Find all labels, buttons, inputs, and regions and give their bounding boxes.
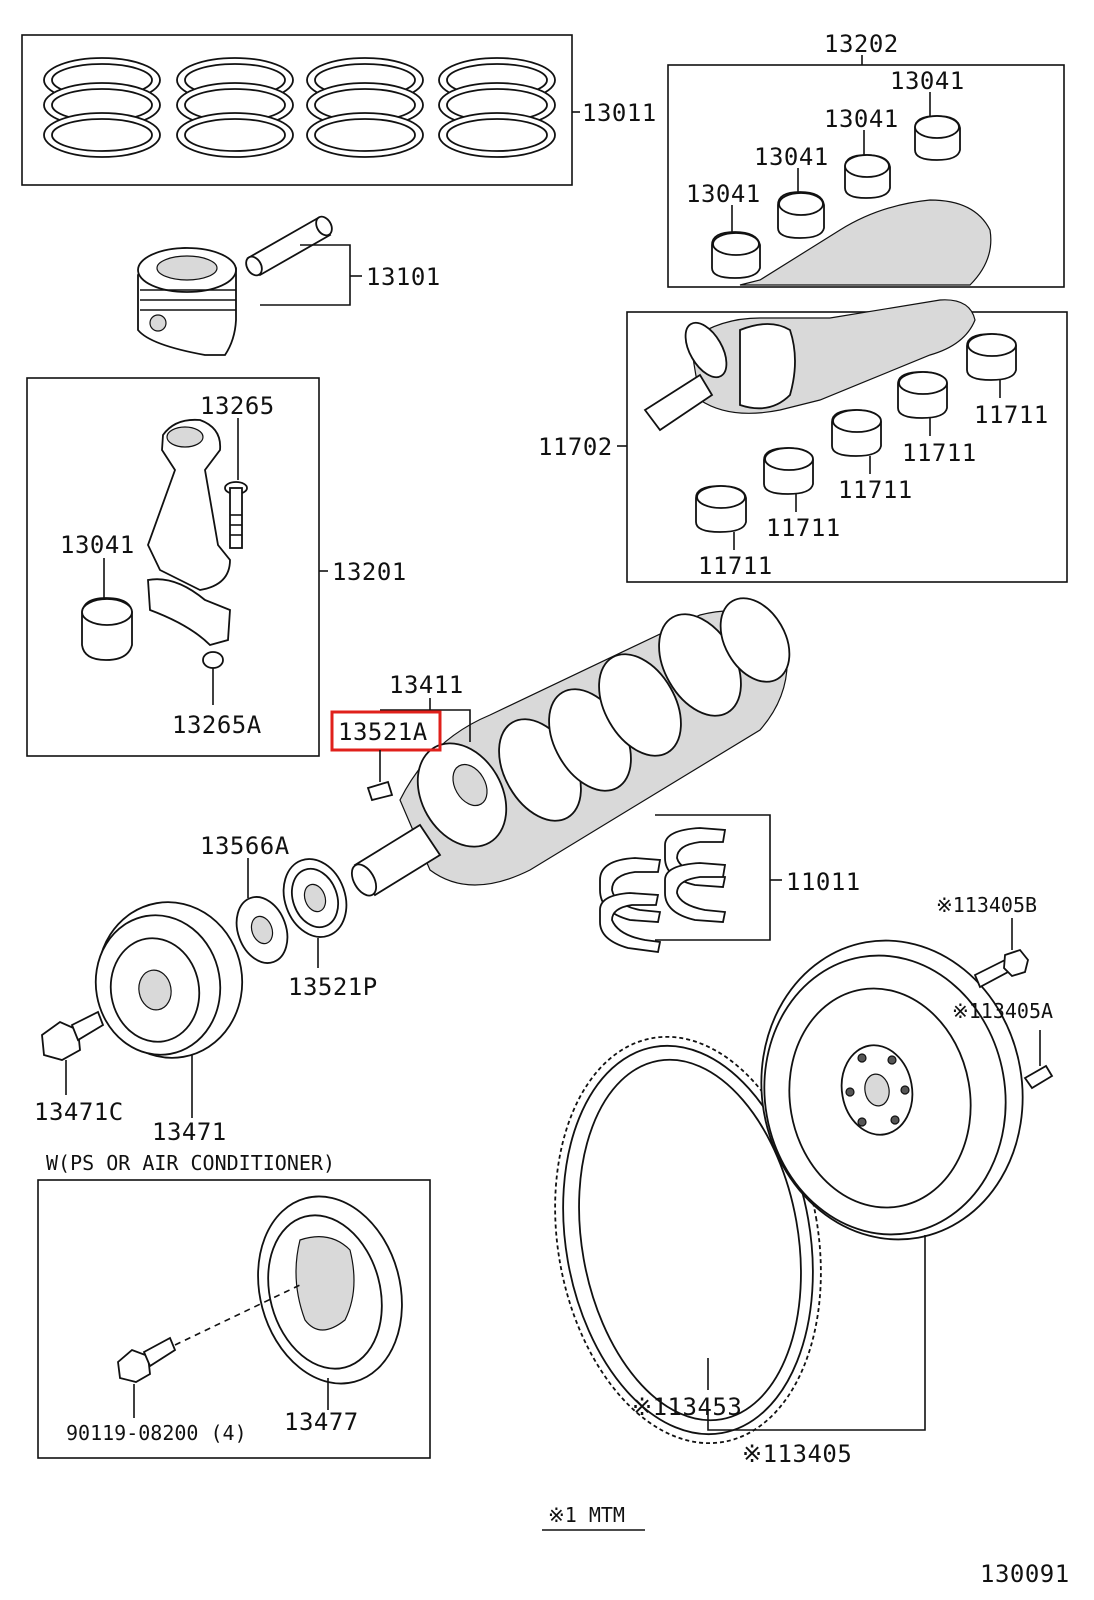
label-flywheel-bolt[interactable]: ※113405B	[936, 893, 1037, 917]
footnote: ※1 MTM	[548, 1503, 625, 1527]
label-conrod-assy[interactable]: 13201	[332, 558, 407, 586]
main-bearing-3	[831, 409, 882, 457]
crank-key-group[interactable]: 13521A	[330, 710, 442, 802]
label-crankshaft[interactable]: 13411	[389, 671, 464, 699]
highlight-box	[330, 710, 442, 752]
bearing-d	[914, 115, 961, 161]
main-bearing-2	[763, 447, 814, 495]
label-pulley-alt[interactable]: 13477	[284, 1408, 359, 1436]
label-main-bearing-3[interactable]: 11711	[838, 476, 913, 504]
label-main-bearing-5[interactable]: 11711	[974, 401, 1049, 429]
label-pulley-bolt[interactable]: 13471C	[34, 1098, 124, 1126]
piston-rings-group[interactable]: 13011	[21, 34, 657, 186]
connecting-rod-group[interactable]: 13265 13041 13265A 13201	[26, 377, 407, 757]
ring-gear-group[interactable]: ※113453	[524, 1016, 851, 1465]
bearing-c	[844, 154, 891, 199]
flywheel-group[interactable]: ※113405	[707, 920, 1046, 1468]
conrod-bearing-set-group[interactable]: 13202 13041 13041 13041 13041	[667, 30, 1065, 288]
pulley-bolt-group[interactable]: 13471C	[34, 1010, 124, 1126]
thrust-washer-group[interactable]: 11011	[599, 814, 861, 954]
label-piston[interactable]: 13101	[366, 263, 441, 291]
main-bearing-4	[897, 371, 948, 419]
label-ps-ac-note: W(PS OR AIR CONDITIONER)	[46, 1151, 335, 1175]
label-main-bearing-2[interactable]: 11711	[766, 514, 841, 542]
label-conrod-bearing-b[interactable]: 13041	[754, 143, 829, 171]
conrod-bolt	[224, 481, 248, 549]
piston-group[interactable]: 13101	[137, 214, 441, 356]
crankshaft-set-group[interactable]: 11711 11711 11711 11711 11711 11702	[538, 299, 1068, 583]
label-crankshaft-set[interactable]: 11702	[538, 433, 613, 461]
label-main-bearing-4[interactable]: 11711	[902, 439, 977, 467]
label-flywheel-pin[interactable]: ※113405A	[952, 999, 1053, 1023]
label-pulley-bolt-alt[interactable]: 90119-08200 (4)	[66, 1421, 247, 1445]
conrod-bearing-left	[81, 597, 133, 661]
crank-webs	[498, 597, 791, 822]
label-pulley[interactable]: 13471	[152, 1118, 227, 1146]
label-conrod-bearing-left[interactable]: 13041	[60, 531, 135, 559]
timing-plate-group[interactable]: 13566A	[200, 832, 296, 970]
variant-pulley	[257, 1195, 403, 1385]
ring-set-2	[176, 57, 294, 158]
piston-pin	[245, 215, 333, 277]
ps-ac-variant-group[interactable]: W(PS OR AIR CONDITIONER) 90119-08200 (4)…	[37, 1151, 431, 1459]
flywheel-bolt-group[interactable]: ※113405B	[936, 893, 1037, 989]
label-flywheel[interactable]: ※113405	[742, 1440, 852, 1468]
footnote-group: ※1 MTM 130091	[542, 1503, 1070, 1588]
variant-pulley-bolt	[117, 1336, 177, 1383]
label-conrod-bolt[interactable]: 13265	[200, 392, 275, 420]
label-piston-rings[interactable]: 13011	[582, 99, 657, 127]
figure-number: 130091	[980, 1560, 1070, 1588]
crank-pulley-group[interactable]: 13471	[85, 891, 255, 1146]
bearing-a	[711, 231, 761, 279]
label-thrust-washers[interactable]: 11011	[786, 868, 861, 896]
ring-set-4	[438, 57, 556, 158]
label-conrod-nut[interactable]: 13265A	[172, 711, 262, 739]
label-main-bearing-1[interactable]: 11711	[698, 552, 773, 580]
crank-gear-group[interactable]: 13521P	[273, 850, 378, 1001]
label-ring-gear[interactable]: ※113453	[632, 1393, 742, 1421]
main-bearing-1	[695, 485, 747, 533]
ring-set-3	[306, 57, 424, 158]
label-conrod-bearing-c[interactable]: 13041	[824, 105, 899, 133]
flywheel-pin-group[interactable]: ※113405A	[952, 999, 1054, 1090]
label-crank-key[interactable]: 13521A	[338, 718, 428, 746]
label-conrod-bearing-d[interactable]: 13041	[890, 67, 965, 95]
crank-key-part	[366, 780, 394, 802]
label-conrod-bearing-a[interactable]: 13041	[686, 180, 761, 208]
ring-set-1	[43, 57, 161, 158]
label-crank-gear[interactable]: 13521P	[288, 973, 378, 1001]
crankshaft-group[interactable]: 13411	[347, 586, 804, 900]
label-timing-plate[interactable]: 13566A	[200, 832, 290, 860]
bearing-b	[777, 191, 825, 239]
main-bearing-5	[966, 333, 1017, 381]
label-conrod-set-top[interactable]: 13202	[824, 30, 899, 58]
